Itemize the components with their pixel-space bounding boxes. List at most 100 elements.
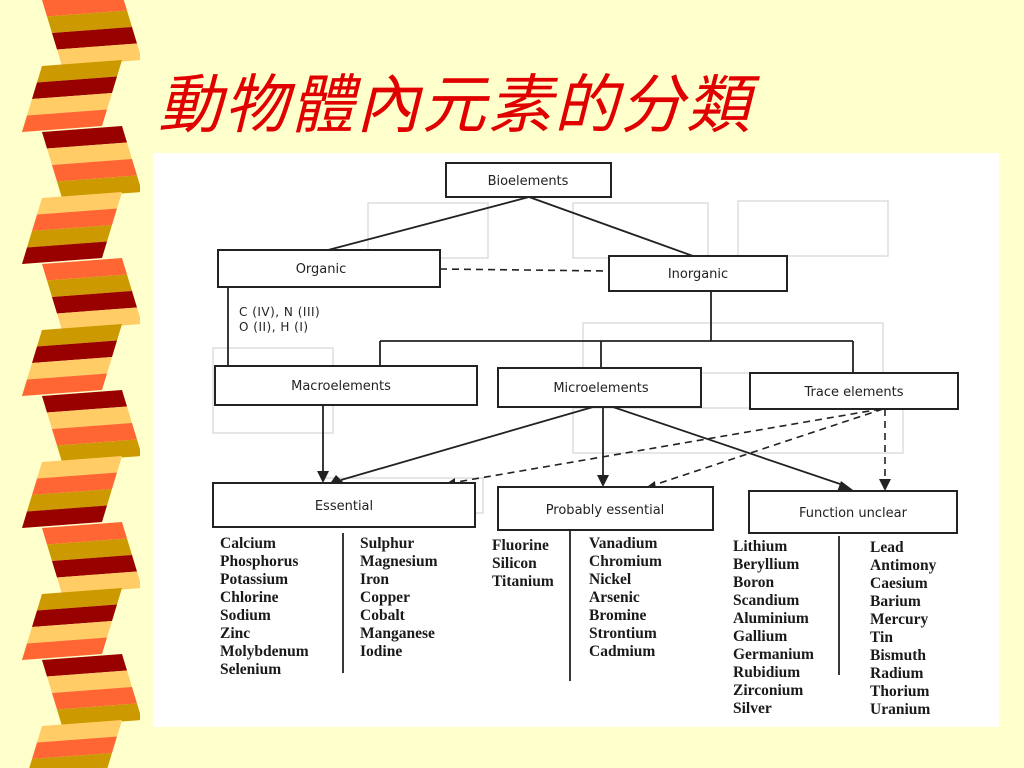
element-name: Germanium: [733, 646, 814, 663]
node-macroelements: Macroelements: [214, 365, 478, 406]
scan-ghost-marks: [212, 200, 904, 514]
stripe-segment: [47, 142, 132, 165]
element-name: Magnesium: [360, 553, 438, 570]
element-name: Bismuth: [870, 647, 926, 664]
element-name: Arsenic: [589, 589, 640, 606]
node-label: Essential: [315, 499, 373, 514]
stripe-segment: [47, 10, 132, 33]
column-separators: [342, 531, 840, 681]
node-label: Bioelements: [488, 174, 569, 189]
element-name: Cobalt: [360, 607, 405, 624]
element-name: Radium: [870, 665, 924, 682]
stripe-segment: [32, 736, 117, 759]
stripe-segment: [27, 93, 112, 116]
stripe-segment: [52, 159, 137, 182]
stripe-segment: [37, 456, 122, 479]
stripe-segment: [27, 489, 112, 512]
formula-line: C (IV), N (III): [239, 305, 321, 319]
node-label: Probably essential: [546, 503, 665, 518]
element-name: Lithium: [733, 538, 788, 555]
stripe-segment: [37, 192, 122, 215]
organic-inorganic-dashed-link: [439, 268, 610, 272]
element-name: Zinc: [220, 625, 251, 642]
stripe-segment: [22, 109, 107, 132]
element-name: Vanadium: [589, 535, 658, 552]
element-name: Uranium: [870, 701, 931, 718]
element-name: Scandium: [733, 592, 800, 609]
node-label: Organic: [296, 262, 347, 277]
stripe-segment: [47, 406, 132, 429]
element-name: Rubidium: [733, 664, 801, 681]
stripe-segment: [32, 340, 117, 363]
node-label: Inorganic: [668, 267, 728, 282]
slide-title: 動物體內元素的分類: [158, 69, 752, 143]
node-label: Trace elements: [804, 385, 904, 400]
stripe-segment: [42, 390, 127, 413]
element-name: Potassium: [220, 571, 289, 588]
formula-line: O (II), H (I): [239, 320, 309, 334]
element-name: Zirconium: [733, 682, 804, 699]
element-name: Mercury: [870, 611, 929, 628]
stripe-segment: [47, 274, 132, 297]
element-name: Copper: [360, 589, 410, 606]
stripe-segment: [37, 720, 122, 743]
element-name: Nickel: [589, 571, 632, 588]
hierarchy-connectors: [227, 196, 854, 373]
classification-diagram: Bioelements Organic Inorganic Macroeleme…: [153, 153, 999, 727]
node-function-unclear: Function unclear: [748, 490, 958, 534]
element-name: Titanium: [492, 573, 554, 590]
element-name: Boron: [733, 574, 775, 591]
node-probably-essential: Probably essential: [497, 486, 714, 531]
element-name: Antimony: [870, 557, 937, 574]
element-name: Sodium: [220, 607, 271, 624]
element-name: Sulphur: [360, 535, 415, 552]
element-name: Calcium: [220, 535, 276, 552]
element-name: Bromine: [589, 607, 647, 624]
node-trace-elements: Trace elements: [749, 372, 959, 410]
node-microelements: Microelements: [497, 367, 702, 408]
element-name: Beryllium: [733, 556, 800, 573]
element-name: Barium: [870, 593, 921, 610]
element-name: Silicon: [492, 555, 537, 572]
stripe-segment: [29, 753, 112, 768]
node-organic: Organic: [217, 249, 441, 288]
node-label: Microelements: [553, 381, 649, 396]
node-bioelements: Bioelements: [445, 162, 612, 198]
organic-formula: C (IV), N (III) O (II), H (I): [239, 305, 320, 335]
diagram-graphics: Bioelements Organic Inorganic Macroeleme…: [212, 162, 959, 681]
stripe-segment: [52, 423, 137, 446]
node-inorganic: Inorganic: [608, 255, 788, 292]
element-name: Lead: [870, 539, 904, 556]
stripe-segment: [32, 604, 117, 627]
element-name: Iodine: [360, 643, 403, 660]
stripe-segment: [52, 687, 137, 710]
stripe-segment: [52, 291, 137, 314]
node-essential: Essential: [212, 482, 476, 528]
stripe-segment: [47, 670, 132, 693]
stripe-segment: [22, 637, 107, 660]
classification-arrows: [317, 405, 891, 492]
node-label: Function unclear: [799, 506, 908, 521]
stripe-segment: [52, 27, 137, 50]
decorative-stripe-border: [22, 0, 140, 768]
element-name: Thorium: [870, 683, 930, 700]
stripe-segment: [27, 357, 112, 380]
element-name: Caesium: [870, 575, 928, 592]
element-name: Molybdenum: [220, 643, 309, 660]
stripe-segment: [22, 241, 107, 264]
element-name: Iron: [360, 571, 390, 588]
stripe-segment: [32, 472, 117, 495]
stripe-segment: [32, 76, 117, 99]
element-name: Strontium: [589, 625, 657, 642]
stripe-segment: [37, 60, 122, 83]
stripe-segment: [22, 505, 107, 528]
element-name: Manganese: [360, 625, 435, 642]
element-name: Aluminium: [733, 610, 809, 627]
stripe-segment: [42, 126, 127, 149]
element-name: Gallium: [733, 628, 788, 645]
stripe-segment: [47, 538, 132, 561]
